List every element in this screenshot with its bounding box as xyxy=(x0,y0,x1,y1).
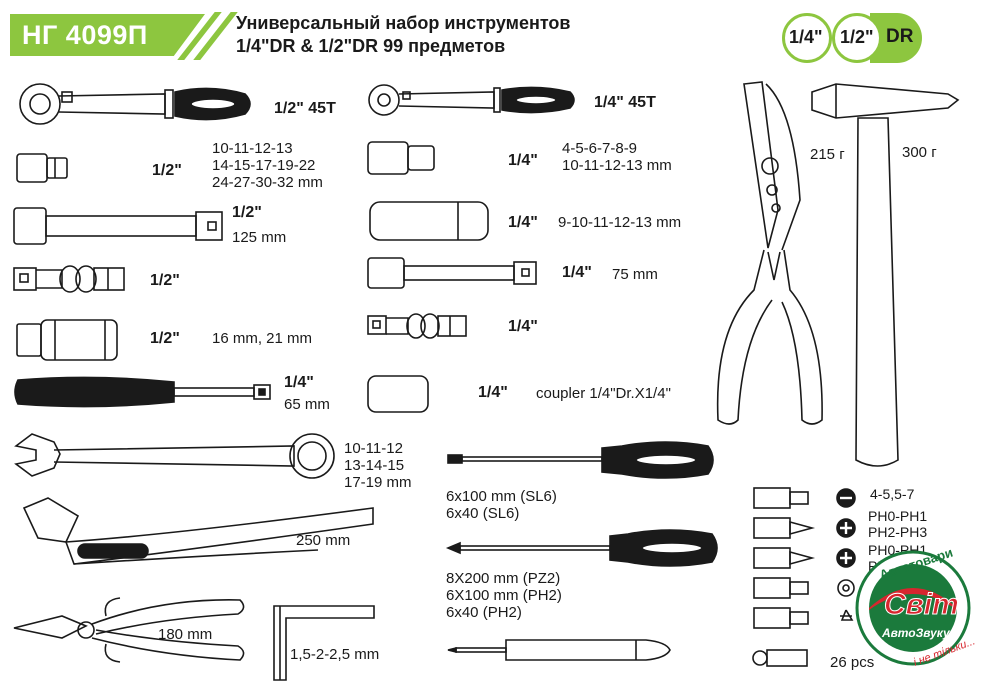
sockets-half-size: 1/2" xyxy=(152,162,182,179)
hammer-weight: 300 г xyxy=(902,144,937,161)
extension-half-icon xyxy=(13,207,223,245)
spinner-size: 1/4" xyxy=(284,374,314,391)
deep-socket-size: 1/4" xyxy=(508,214,538,231)
spark-socket-icon xyxy=(16,319,118,361)
spinner-handle-icon xyxy=(14,376,271,408)
ratchet-quarter-icon xyxy=(368,84,575,116)
hex-keys-sizes: 1,5-2-2,5 mm xyxy=(290,646,380,663)
coupler-spec: coupler 1/4"Dr.X1/4" xyxy=(536,385,671,402)
sockets-quarter-size: 1/4" xyxy=(508,152,538,169)
extension-half-len: 125 mm xyxy=(232,229,287,246)
crimping-pliers-icon xyxy=(716,81,823,425)
model-number: НГ 4099П xyxy=(22,20,148,50)
pump-pliers-icon xyxy=(22,497,374,565)
bit-screwdriver-icon xyxy=(447,639,671,661)
slotted-screwdriver-specs: 6x100 mm (SL6) 6x40 (SL6) xyxy=(446,488,557,522)
wrench-specs: 10-11-12 13-14-15 17-19 mm xyxy=(344,440,412,491)
logo-sub: АвтоЗвуку xyxy=(882,626,950,640)
bits-slot-sizes: 4-5,5-7 xyxy=(870,486,915,502)
dr-label: DR xyxy=(886,26,914,47)
extension-quarter-len: 75 mm xyxy=(612,266,658,283)
deep-socket-specs: 9-10-11-12-13 mm xyxy=(558,214,682,231)
hammer-icon xyxy=(811,83,960,467)
slotted-screwdriver-icon xyxy=(447,441,714,479)
model-badge xyxy=(10,14,205,56)
deep-socket-icon xyxy=(369,201,489,241)
pump-pliers-len: 250 mm xyxy=(296,532,351,549)
spark-socket-specs: 16 mm, 21 mm xyxy=(212,330,313,347)
sockets-half-specs: 10-11-12-13 14-15-17-19-22 24-27-30-32 m… xyxy=(212,140,323,191)
ratchet-quarter-label: 1/4" 45T xyxy=(594,94,656,111)
phillips-screwdriver-specs: 8X200 mm (PZ2) 6X100 mm (PH2) 6x40 (PH2) xyxy=(446,570,562,621)
coupler-size: 1/4" xyxy=(478,384,508,401)
ratchet-half-label: 1/2" 45T xyxy=(274,100,336,117)
extension-quarter-size: 1/4" xyxy=(562,264,592,281)
sockets-quarter-specs: 4-5-6-7-8-9 10-11-12-13 mm xyxy=(562,140,672,174)
drive-quarter-label: 1/4" xyxy=(789,27,823,47)
ujoint-quarter-icon xyxy=(367,313,467,339)
drive-half-label: 1/2" xyxy=(840,27,874,47)
svit-avtozvuku-logo xyxy=(855,550,971,666)
combination-pliers-len: 180 mm xyxy=(158,626,213,643)
ratchet-half-icon xyxy=(19,83,251,125)
socket-quarter-icon xyxy=(367,141,435,175)
bits-total: 26 pcs xyxy=(830,654,875,671)
socket-half-icon xyxy=(16,153,68,183)
drive-half-circle xyxy=(832,13,882,63)
extension-half-size: 1/2" xyxy=(232,204,262,221)
extension-quarter-icon xyxy=(367,257,537,289)
ujoint-half-icon xyxy=(13,265,125,293)
phillips-screwdriver-icon xyxy=(445,529,718,567)
hex-keys-icon xyxy=(273,605,375,681)
page-title: Универсальный набор инструментов 1/4"DR … xyxy=(236,13,571,56)
coupler-icon xyxy=(367,375,429,413)
ujoint-quarter-size: 1/4" xyxy=(508,318,538,335)
bits-set-icon xyxy=(752,487,856,667)
spark-socket-size: 1/2" xyxy=(150,330,180,347)
bits-ph-sizes: PH0-PH1 PH2-PH3 xyxy=(868,508,928,540)
crimper-weight: 215 г xyxy=(810,146,845,163)
spinner-len: 65 mm xyxy=(284,396,330,413)
ujoint-half-size: 1/2" xyxy=(150,272,180,289)
combination-wrench-icon xyxy=(14,433,335,479)
logo-brand: Світ xyxy=(884,588,960,622)
combination-pliers-icon xyxy=(13,597,245,663)
drive-quarter-circle xyxy=(782,13,832,63)
